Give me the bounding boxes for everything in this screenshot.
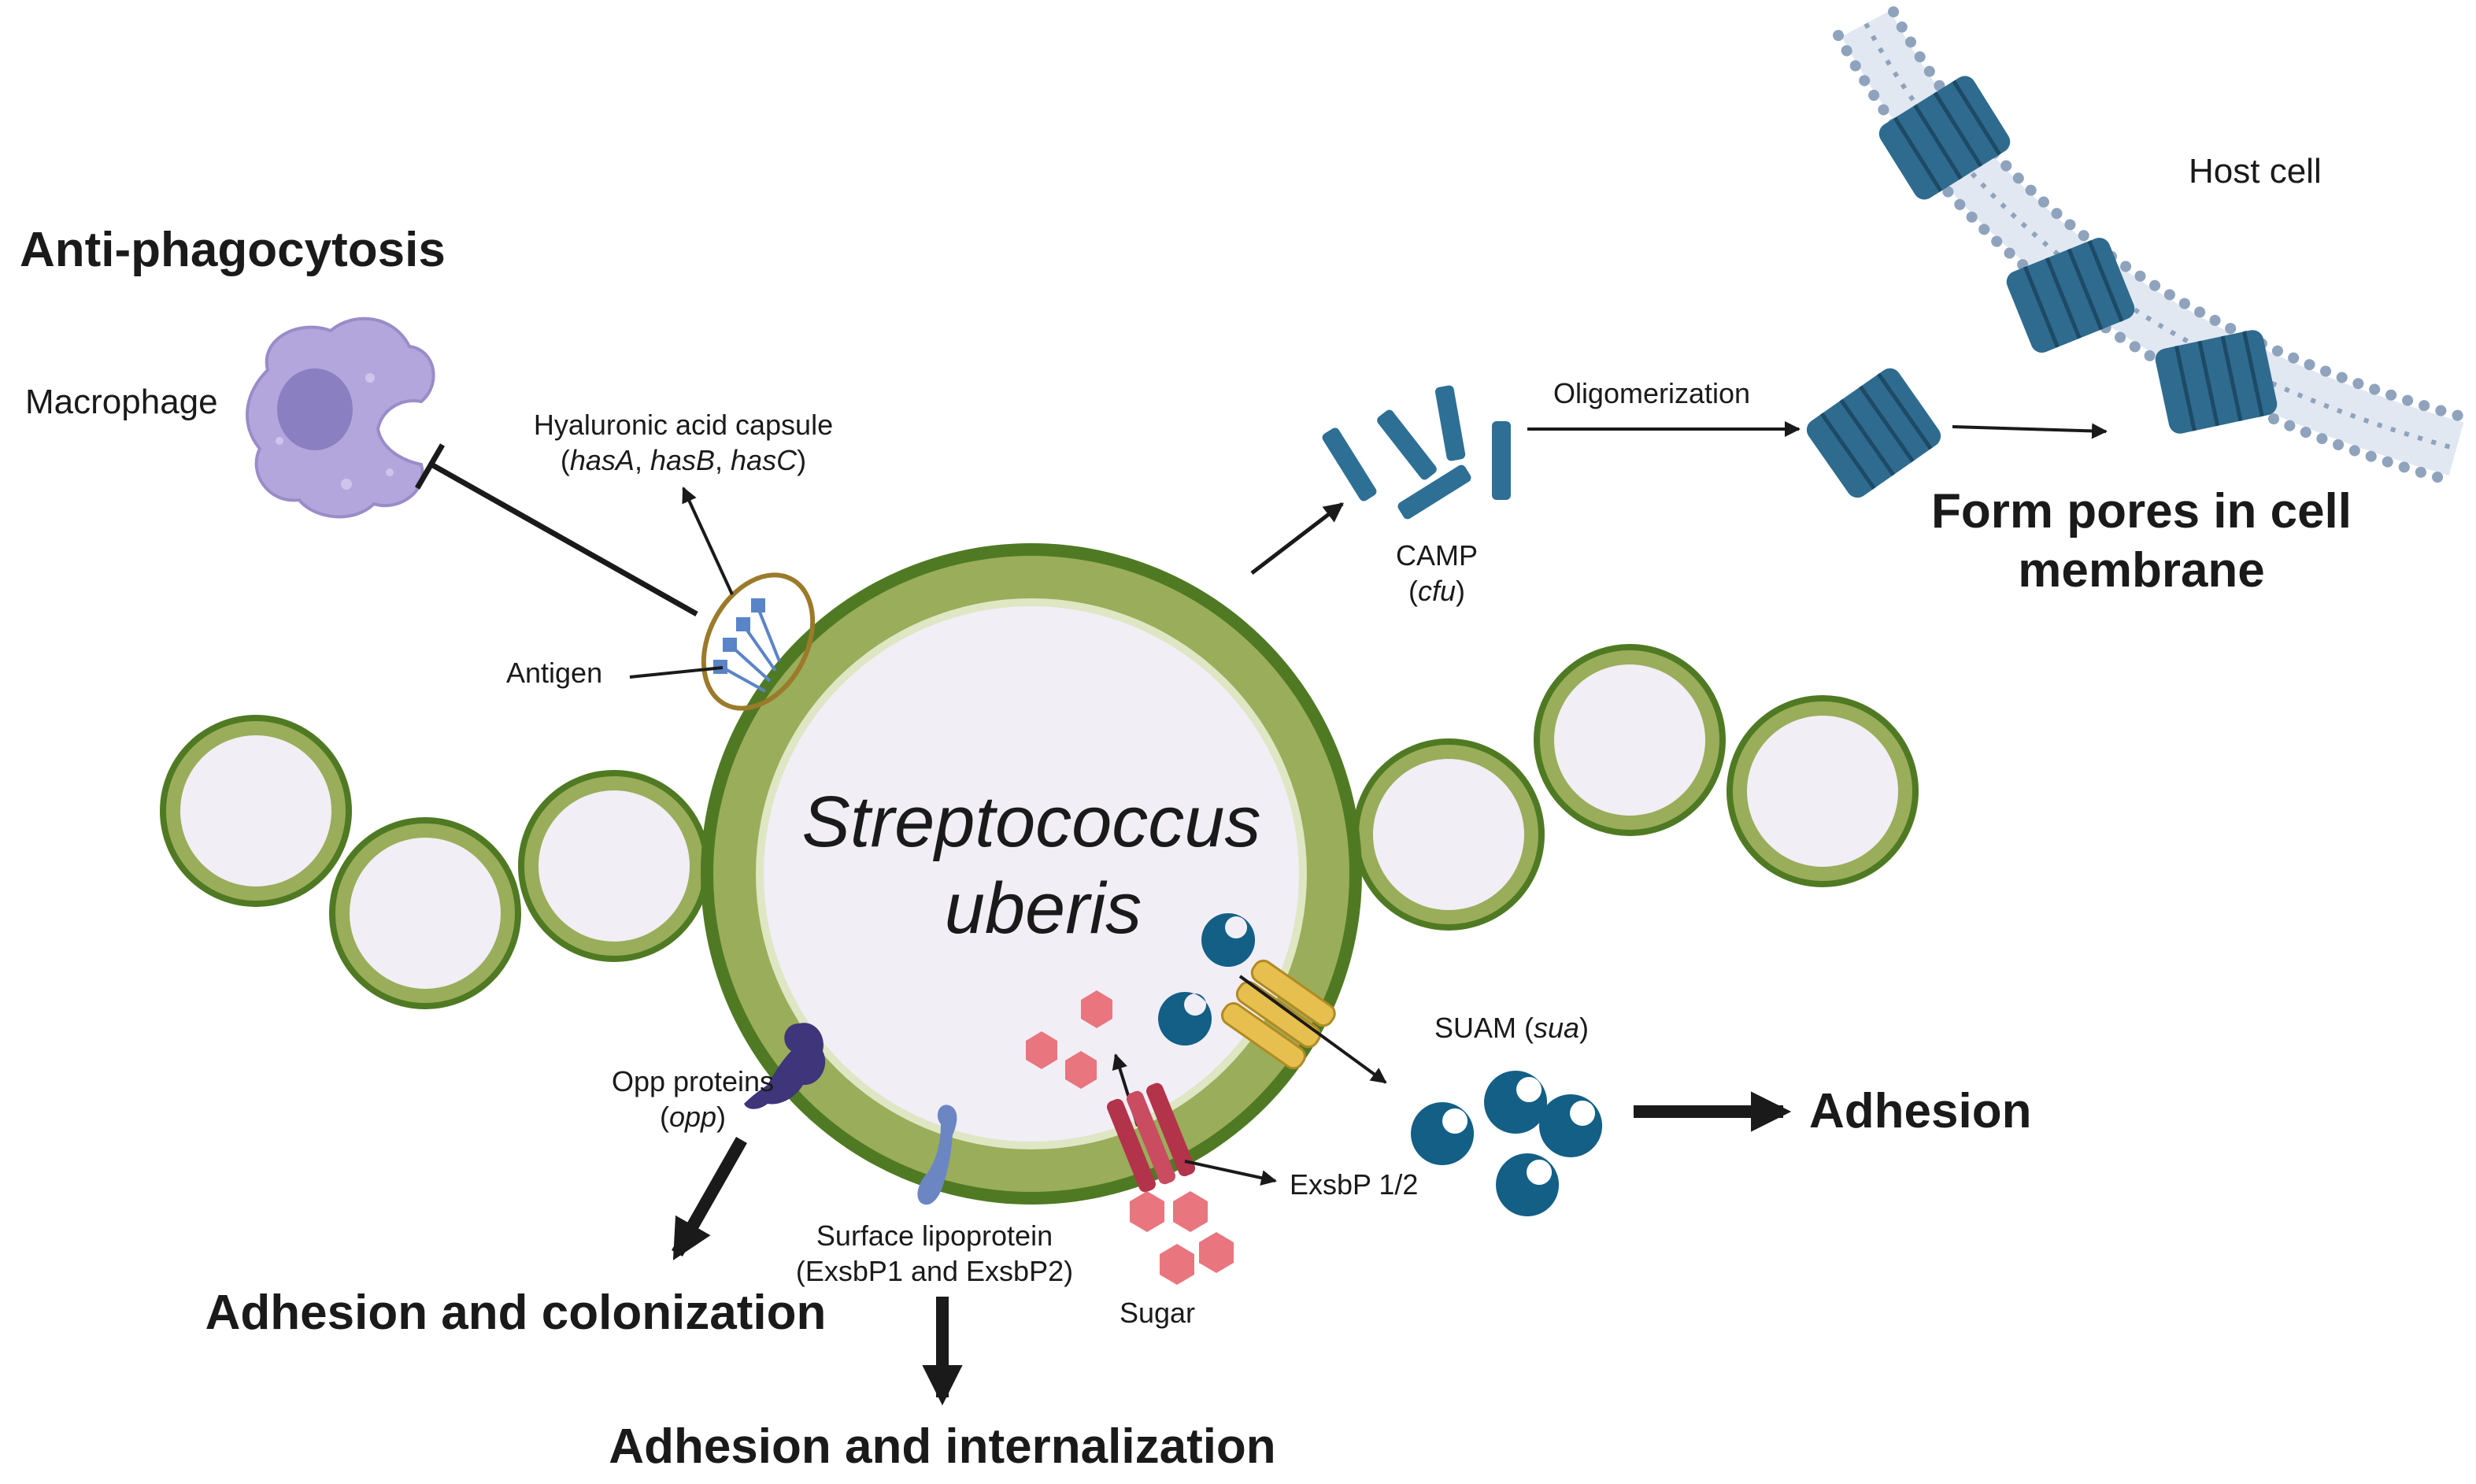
capsule-arrow [682, 487, 734, 595]
exsbp-label: ExsbP 1/2 [1290, 1168, 1418, 1201]
antigen-marker [713, 598, 781, 693]
membrane-pore [2006, 238, 2135, 353]
campGene-run: ) [1456, 575, 1465, 607]
opp-protein [744, 1023, 826, 1109]
capsuleGenes-run: , [635, 444, 650, 476]
coccus [1534, 644, 1726, 836]
capsuleGenes-run: hasA [570, 444, 635, 476]
camp-label: CAMP [1396, 539, 1478, 572]
coccus [1727, 695, 1919, 887]
adhesion-colonization-label: Adhesion and colonization [205, 1286, 827, 1340]
oligomerization-label: Oligomerization [1553, 377, 1750, 409]
form-pores-label-line1: Form pores in cell [1931, 484, 2352, 538]
suam-label: SUAM (sua) [1434, 1012, 1589, 1044]
capsuleGenes-run: , [715, 444, 731, 476]
camp-arrow [1250, 502, 1344, 575]
oligomer-pore [1806, 368, 1941, 498]
camp-protein-monomers [1322, 385, 1511, 520]
host-cell-label: Host cell [2189, 152, 2322, 191]
adhesion-colonization-arrow [672, 1137, 747, 1260]
coccus [329, 817, 521, 1009]
coccus-chain [160, 644, 1919, 1009]
anti-phagocytosis-label: Anti-phagocytosis [20, 223, 446, 277]
capsule-genes-label: (hasA, hasB, hasC) [561, 444, 806, 476]
capsuleGenes-run: hasB [650, 444, 715, 476]
exsbp-pointer [1184, 1160, 1277, 1186]
coccus [1353, 738, 1545, 931]
macrophage [246, 316, 435, 519]
capsule-label: Hyaluronic acid capsule [534, 409, 833, 441]
capsuleGenes-run: ( [561, 444, 570, 476]
surface-lipoprotein [917, 1105, 957, 1205]
suam-protein-outer [1411, 1071, 1603, 1217]
suamLabel-run: sua [1534, 1012, 1579, 1044]
antigen-label: Antigen [506, 657, 602, 689]
suamLabel-run: ) [1579, 1012, 1589, 1044]
suam-export-arrow [1238, 975, 1387, 1084]
macrophage-nucleus [277, 368, 353, 450]
opp-label: Opp proteins [612, 1065, 774, 1097]
surface-lipoprotein-label-line2: (ExsbP1 and ExsbP2) [796, 1255, 1073, 1287]
coccus [160, 715, 352, 907]
membrane-pore [1878, 76, 2011, 200]
antigen-pointer [629, 666, 724, 679]
pore-insert-arrow [1952, 423, 2108, 439]
oppGene-run: ( [660, 1101, 669, 1133]
camp-gene-label: (cfu) [1408, 575, 1465, 607]
opp-gene-label: (opp) [660, 1101, 726, 1133]
suam-transporter [1220, 959, 1336, 1070]
organism-name-line2: uberis [945, 868, 1142, 949]
macrophage-label: Macrophage [25, 383, 218, 421]
suam-protein-inner [1158, 913, 1256, 1046]
adhesion-internalization-label: Adhesion and internalization [609, 1419, 1275, 1474]
surface-lipoprotein-label-line1: Surface lipoprotein [816, 1219, 1053, 1252]
membrane-pore [2155, 330, 2278, 434]
capsuleGenes-run: ) [797, 444, 806, 476]
coccus [518, 770, 710, 962]
inhibition-line [430, 461, 698, 617]
oppGene-run: ) [716, 1101, 726, 1133]
sugar-molecules-outer [1130, 1191, 1234, 1285]
adhesion-label: Adhesion [1809, 1084, 2031, 1138]
inhibition-bar [414, 443, 446, 490]
sugar-label: Sugar [1120, 1297, 1195, 1329]
form-pores-label-line2: membrane [2018, 543, 2265, 598]
campGene-run: cfu [1418, 575, 1456, 607]
organism-name-line1: Streptococcus [802, 782, 1261, 862]
hyaluronic-acid-capsule [701, 572, 816, 711]
oppGene-run: opp [669, 1101, 716, 1133]
sugar-molecules-inner [1026, 990, 1112, 1089]
host-cell-membrane [1833, 6, 2470, 486]
capsuleGenes-run: hasC [731, 444, 798, 476]
suamLabel-run: SUAM ( [1434, 1012, 1534, 1044]
campGene-run: ( [1408, 575, 1418, 607]
exsbp-transporter [1106, 1082, 1196, 1193]
